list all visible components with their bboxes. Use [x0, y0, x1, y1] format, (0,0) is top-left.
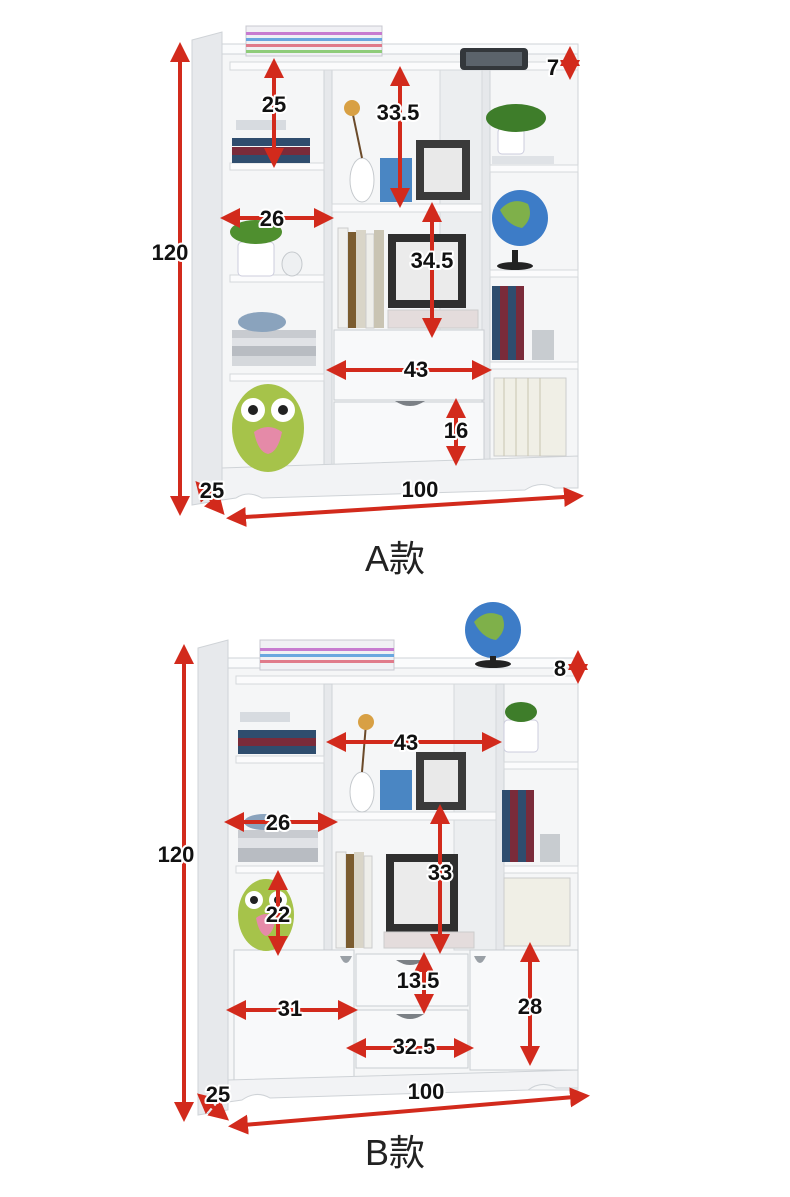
- dim-a-left-compartment-width: 26: [260, 206, 284, 231]
- dim-b-drawer-width: 32.5: [393, 1034, 436, 1059]
- dim-a-drawer-height: 16: [444, 418, 468, 443]
- dim-a-left-upper-shelf: 25: [262, 92, 286, 117]
- dim-b-depth: 25: [206, 1082, 230, 1107]
- variant-a-label: A款: [364, 538, 425, 579]
- dim-a-width: 100: [402, 477, 439, 502]
- dim-b-height: 120: [158, 842, 195, 867]
- dim-a-center-middle: 34.5: [411, 248, 454, 273]
- dim-b-door-left-width: 31: [278, 996, 302, 1021]
- dim-b-center-middle: 33: [428, 860, 452, 885]
- dim-a-drawer-width: 43: [404, 357, 428, 382]
- dim-b-top-gap: 8: [554, 656, 566, 681]
- dim-b-drawer-height: 13.5: [397, 968, 440, 993]
- dimension-lines-a: [170, 42, 584, 527]
- dim-a-top-gap: 7: [547, 55, 559, 80]
- dim-b-left-lower: 22: [266, 902, 290, 927]
- dimension-lines-b: [174, 644, 590, 1135]
- dimension-labels-b: 120 25 100 8 43 26 33 22 13.5 31 28 32.5: [156, 654, 568, 1109]
- dimension-labels-a: 120 25 100 7 25 33.5 26 34.5 43 16: [150, 53, 561, 505]
- bookshelf-a-illustration: [191, 25, 579, 506]
- dim-b-width: 100: [408, 1079, 445, 1104]
- dim-b-door-right-height: 28: [518, 994, 542, 1019]
- dim-b-left-compartment-width: 26: [266, 810, 290, 835]
- bookshelf-b-illustration: [197, 602, 579, 1116]
- dim-a-height: 120: [152, 240, 189, 265]
- variant-b-label: B款: [364, 1132, 425, 1173]
- dim-a-center-upper: 33.5: [377, 100, 420, 125]
- dim-b-center-width: 43: [394, 730, 418, 755]
- dim-a-depth: 25: [200, 478, 224, 503]
